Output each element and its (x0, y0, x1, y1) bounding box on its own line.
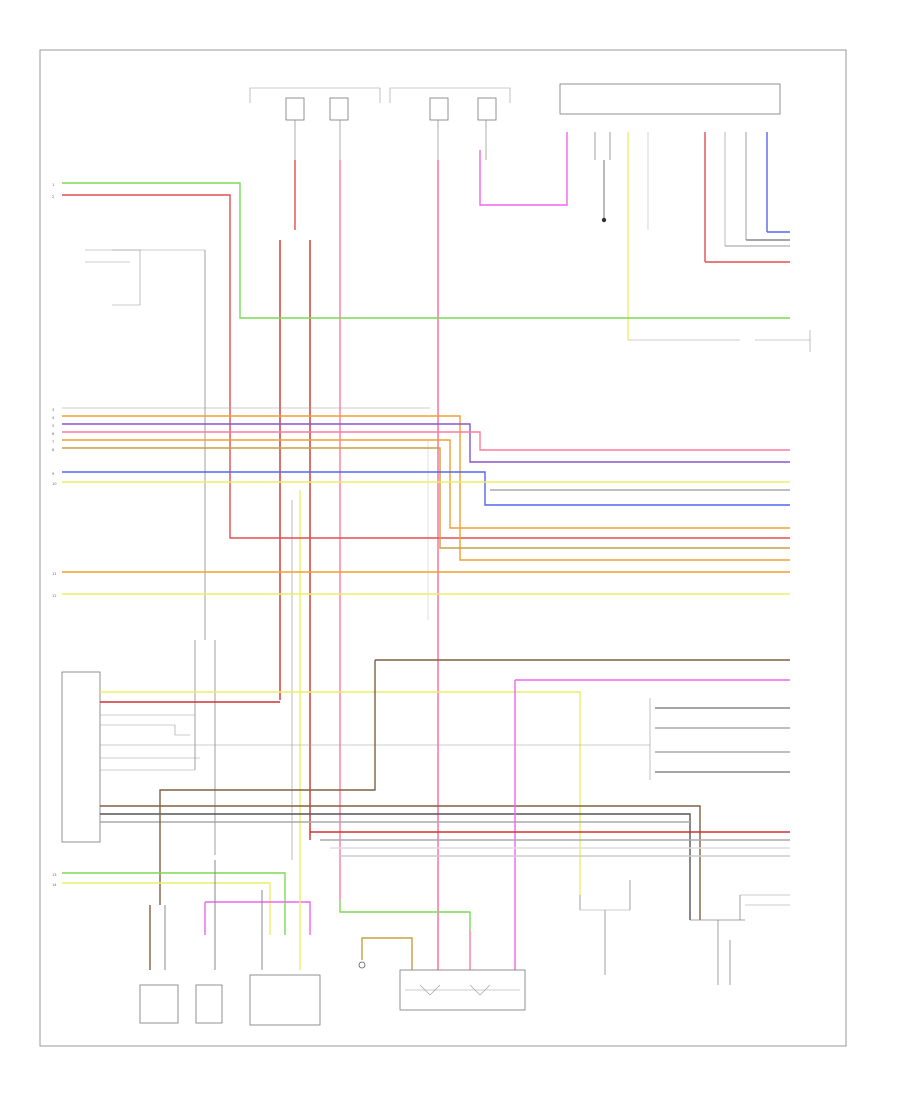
pcm-box (249, 974, 321, 1026)
svg-text:7: 7 (52, 440, 54, 444)
diagram-frame (39, 49, 847, 1047)
bottom-center-wires (339, 880, 631, 975)
top-right-drops (479, 132, 790, 340)
pin-markers: 1 2 3 4 5 6 7 8 9 10 11 12 13 14 (52, 183, 57, 887)
fuse-block-left (249, 87, 381, 160)
connector-block-top-right (559, 83, 781, 115)
horn-box (195, 984, 223, 1024)
vacuum-canister (358, 961, 366, 969)
svg-text:11: 11 (52, 572, 57, 576)
bottom-left-wires (62, 860, 311, 970)
left-top-wires (62, 182, 790, 539)
svg-text:8: 8 (52, 448, 55, 452)
svg-text:14: 14 (52, 883, 57, 887)
svg-text:6: 6 (52, 432, 55, 436)
svg-text:9: 9 (52, 472, 55, 476)
speed-control-switch (61, 671, 701, 920)
svg-text:13: 13 (52, 873, 57, 877)
vertical-wires (194, 160, 439, 935)
antenna-wires (690, 894, 790, 985)
bottom-components (139, 961, 526, 1026)
svg-text:1: 1 (52, 183, 54, 187)
fuse-block-right (389, 87, 511, 160)
cruise-module-box (399, 969, 526, 1011)
right-lower-wires (159, 659, 790, 930)
svg-text:3: 3 (52, 408, 54, 412)
svg-text:2: 2 (52, 195, 54, 199)
svg-text:10: 10 (52, 482, 57, 486)
svg-text:4: 4 (52, 416, 55, 420)
clockspring-box (139, 984, 179, 1024)
horizontal-bus (62, 407, 790, 595)
brake-switch-right (628, 330, 811, 352)
svg-text:12: 12 (52, 594, 57, 598)
svg-text:5: 5 (52, 424, 54, 428)
